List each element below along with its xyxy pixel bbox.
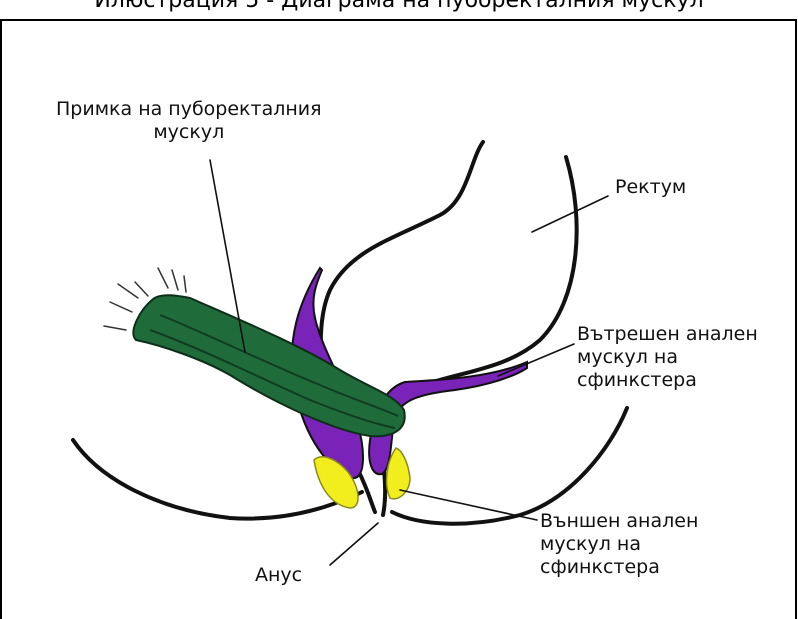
label-anus: Анус xyxy=(255,564,302,587)
label-rectum: Ректум xyxy=(615,176,686,199)
leader-external xyxy=(400,490,537,520)
label-external-sphincter: Външен анален мускул на сфинкстера xyxy=(540,510,698,579)
puborectalis-sling xyxy=(133,295,404,436)
anatomy-diagram xyxy=(0,0,798,596)
label-puborectalis: Примка на пуборекталния мускул xyxy=(56,98,322,144)
leader-rectum xyxy=(532,196,608,232)
right-perineum-outline xyxy=(392,408,627,524)
label-internal-sphincter: Вътрешен анален мускул на сфинкстера xyxy=(577,323,758,392)
leader-anus xyxy=(330,523,378,565)
rectum-right-wall xyxy=(383,157,577,515)
